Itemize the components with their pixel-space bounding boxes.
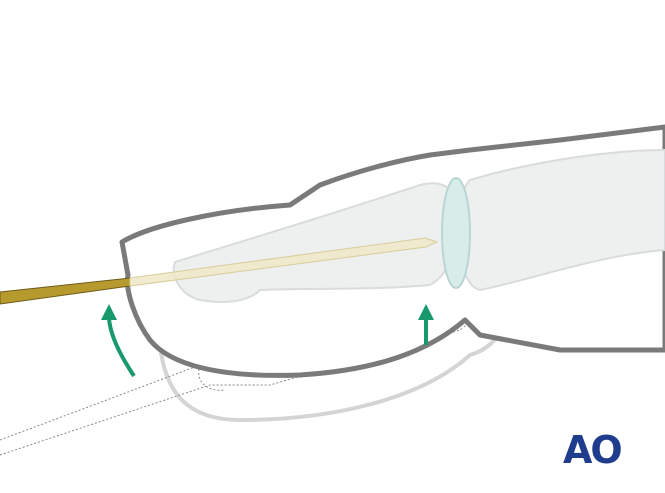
- curved-arrow-up-icon: [101, 304, 136, 378]
- distal-phalanx: [172, 182, 460, 303]
- joint-cartilage: [441, 177, 471, 289]
- k-wire-outside: [0, 277, 131, 305]
- k-wire-inside: [129, 237, 439, 287]
- straight-arrow-up-icon: [418, 304, 434, 345]
- ao-logo: AO: [563, 428, 623, 472]
